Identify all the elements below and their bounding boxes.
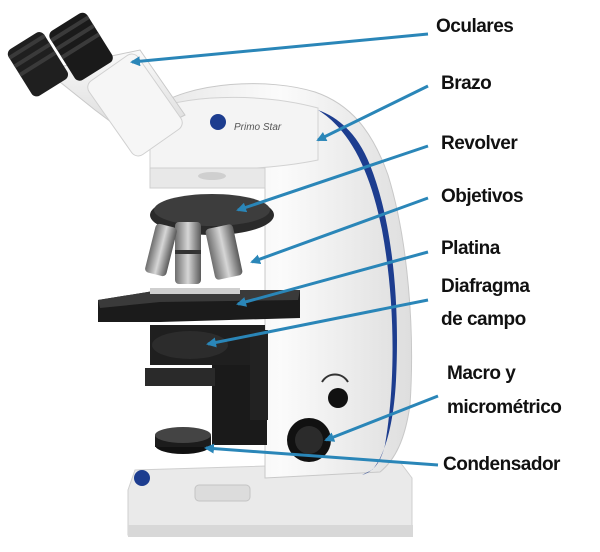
label-revolver: Revolver — [441, 133, 517, 155]
label-macro-line2: micrométrico — [447, 397, 561, 419]
label-condensador: Condensador — [443, 454, 560, 476]
condenser — [155, 427, 211, 454]
label-oculares: Oculares — [436, 16, 513, 38]
arrow-oculares — [132, 34, 428, 62]
label-brazo: Brazo — [441, 73, 491, 95]
model-name: Primo Star — [234, 122, 282, 133]
label-diafragma-line2: de campo — [441, 309, 526, 331]
label-platina: Platina — [441, 238, 500, 260]
substage — [145, 325, 268, 445]
eyepieces — [6, 10, 186, 159]
revolver-objectives — [144, 194, 274, 284]
label-objetivos: Objetivos — [441, 186, 523, 208]
stage-platina — [98, 288, 300, 322]
label-macro-line1: Macro y — [447, 363, 515, 385]
label-diafragma-line1: Diafragma — [441, 276, 529, 298]
